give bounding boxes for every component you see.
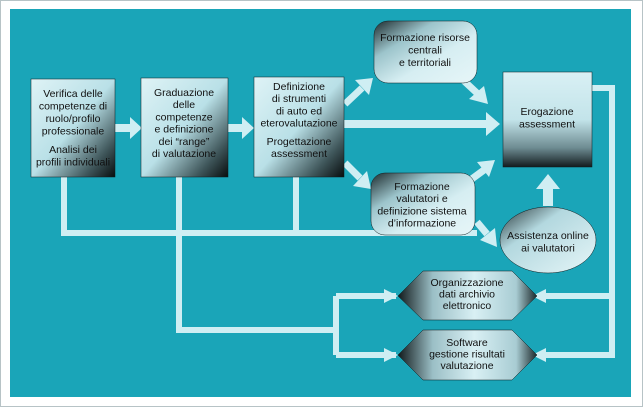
connector-graduazione-down (176, 177, 336, 333)
node-text-line: Graduazione (154, 87, 214, 99)
node-verifica-box (30, 78, 116, 178)
arrowhead-organizzazione-right (532, 289, 546, 303)
arrowhead-def-risorse (355, 78, 373, 95)
node-text-line: Organizzazione (431, 277, 504, 289)
arrow-line-def-risorse (342, 85, 365, 107)
node-text-line: delle (173, 99, 195, 111)
node-text-line: Verifica delle (43, 88, 103, 100)
arrow-line-def-valutatori (342, 160, 363, 181)
diagonal-arrowheads (353, 78, 497, 247)
node-text-line: eterovalutazione (260, 118, 337, 130)
node-erogazione-box (502, 71, 593, 168)
connector-erogazione-right (545, 85, 615, 358)
arrowhead-software-left (384, 348, 398, 362)
node-text-line: assessment (271, 148, 327, 160)
arrowhead-risorse-erogazione (469, 86, 488, 104)
arrowhead-software-right (532, 348, 546, 362)
arrowhead-valutatori-assistenza (480, 228, 497, 247)
node-text-line: valutazione (440, 360, 493, 372)
arrowhead-valutatori-erogazione (477, 160, 495, 177)
node-text-line: assessment (519, 119, 575, 131)
node-formazione-valutatori-box (370, 172, 476, 236)
node-assistenza-ellipse (499, 206, 597, 274)
node-text-line: Formazione risorse (380, 32, 470, 44)
node-text-line: Erogazione (520, 106, 573, 118)
node-text-line: d’informazione (388, 218, 456, 230)
node-text-line: valutatori e (396, 193, 448, 205)
node-text-line: professionale (42, 126, 105, 138)
arrowhead-def-valutatori (353, 171, 371, 189)
arrow-assistenza-erogazione (536, 174, 560, 206)
node-text-line: ai valutatori (521, 243, 575, 255)
node-text-line: Analisi dei (49, 144, 97, 156)
node-graduazione-box (140, 77, 229, 178)
node-text-line: elettronico (443, 300, 492, 312)
node-text-line: di auto ed (276, 105, 322, 117)
node-text-line: di strumenti (272, 93, 326, 105)
arrow-graduazione-definizione (228, 117, 254, 139)
node-text-line: di valutazione (152, 148, 216, 160)
arrow-line-valutatori-assistenza (474, 219, 490, 237)
arrows (115, 112, 560, 362)
node-text-line: Formazione (394, 181, 450, 193)
node-text-line: e definizione (155, 124, 214, 136)
node-text-line: profili individuali (36, 157, 110, 169)
node-text-line: ruolo/profilo (46, 113, 101, 125)
node-formazione-risorse-box (373, 20, 478, 84)
connector-verifica-down (61, 177, 477, 236)
arrow-verifica-graduazione (115, 117, 142, 139)
node-text-line: Software (446, 337, 488, 349)
diagram-background (10, 9, 631, 397)
node-text-line: definizione sistema (377, 205, 466, 217)
node-text-line: gestione risultati (429, 349, 505, 361)
node-organizzazione-hexagon (397, 270, 538, 321)
node-text-line: Progettazione (267, 136, 332, 148)
node-text-line: Definizione (273, 81, 325, 93)
node-text-line: Assistenza online (507, 230, 589, 242)
node-text-line: competenze di (39, 101, 107, 113)
node-text-line: dei “range” (159, 136, 210, 148)
arrowhead-organizzazione-left (384, 289, 398, 303)
node-software-hexagon (397, 329, 538, 381)
arrow-definizione-erogazione (344, 112, 500, 136)
node-text-line: centrali (408, 45, 442, 57)
node-definizione-box (253, 76, 345, 178)
node-text-line: e territoriali (399, 57, 451, 69)
node-text-line: dati archivio (439, 289, 495, 301)
node-text-line: competenze (155, 111, 212, 123)
